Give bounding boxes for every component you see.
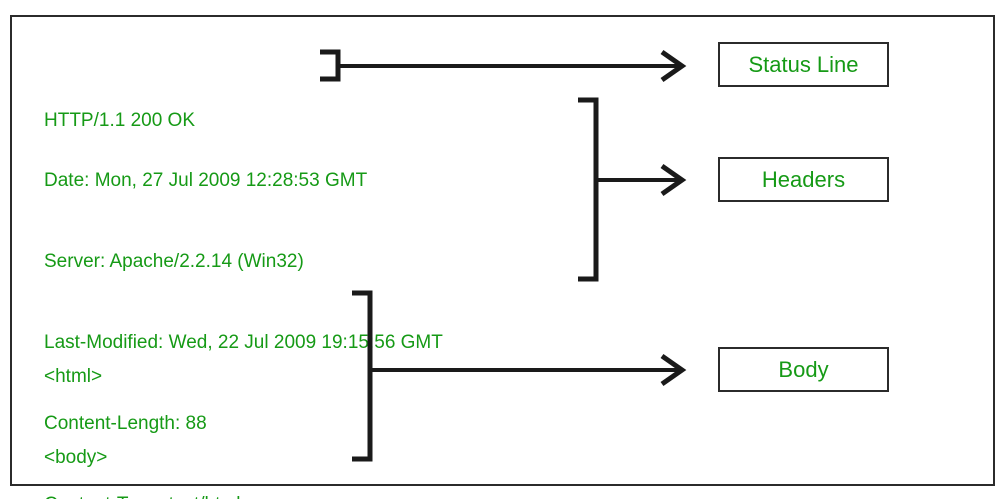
label-box-headers[interactable]: Headers [718, 157, 889, 202]
status-line-row: HTTP/1.1 200 OK [44, 110, 196, 131]
label-box-status-line[interactable]: Status Line [718, 42, 889, 87]
header-row: Server: Apache/2.2.14 (Win32) [44, 251, 304, 272]
body-text-block: <html> <body> <h1>Hello, World!</h1> </b… [44, 309, 244, 499]
header-row: Date: Mon, 27 Jul 2009 12:28:53 GMT [44, 170, 368, 191]
label-box-headers-text: Headers [761, 166, 846, 192]
headers-text-block: Date: Mon, 27 Jul 2009 12:28:53 GMT Serv… [44, 113, 443, 499]
label-box-body-text: Body [778, 356, 829, 382]
label-box-body[interactable]: Body [718, 347, 889, 392]
status-line-text-block: HTTP/1.1 200 OK [44, 56, 195, 187]
body-row: <body> [44, 447, 108, 468]
header-row: Last-Modified: Wed, 22 Jul 2009 19:15:56… [44, 332, 443, 353]
header-row: Content-Length: 88 [44, 413, 207, 434]
label-box-status-line-text: Status Line [748, 51, 859, 77]
diagram-frame [10, 15, 995, 486]
body-row: <html> [44, 366, 103, 387]
header-row: Content-Type: text/html [44, 491, 443, 499]
